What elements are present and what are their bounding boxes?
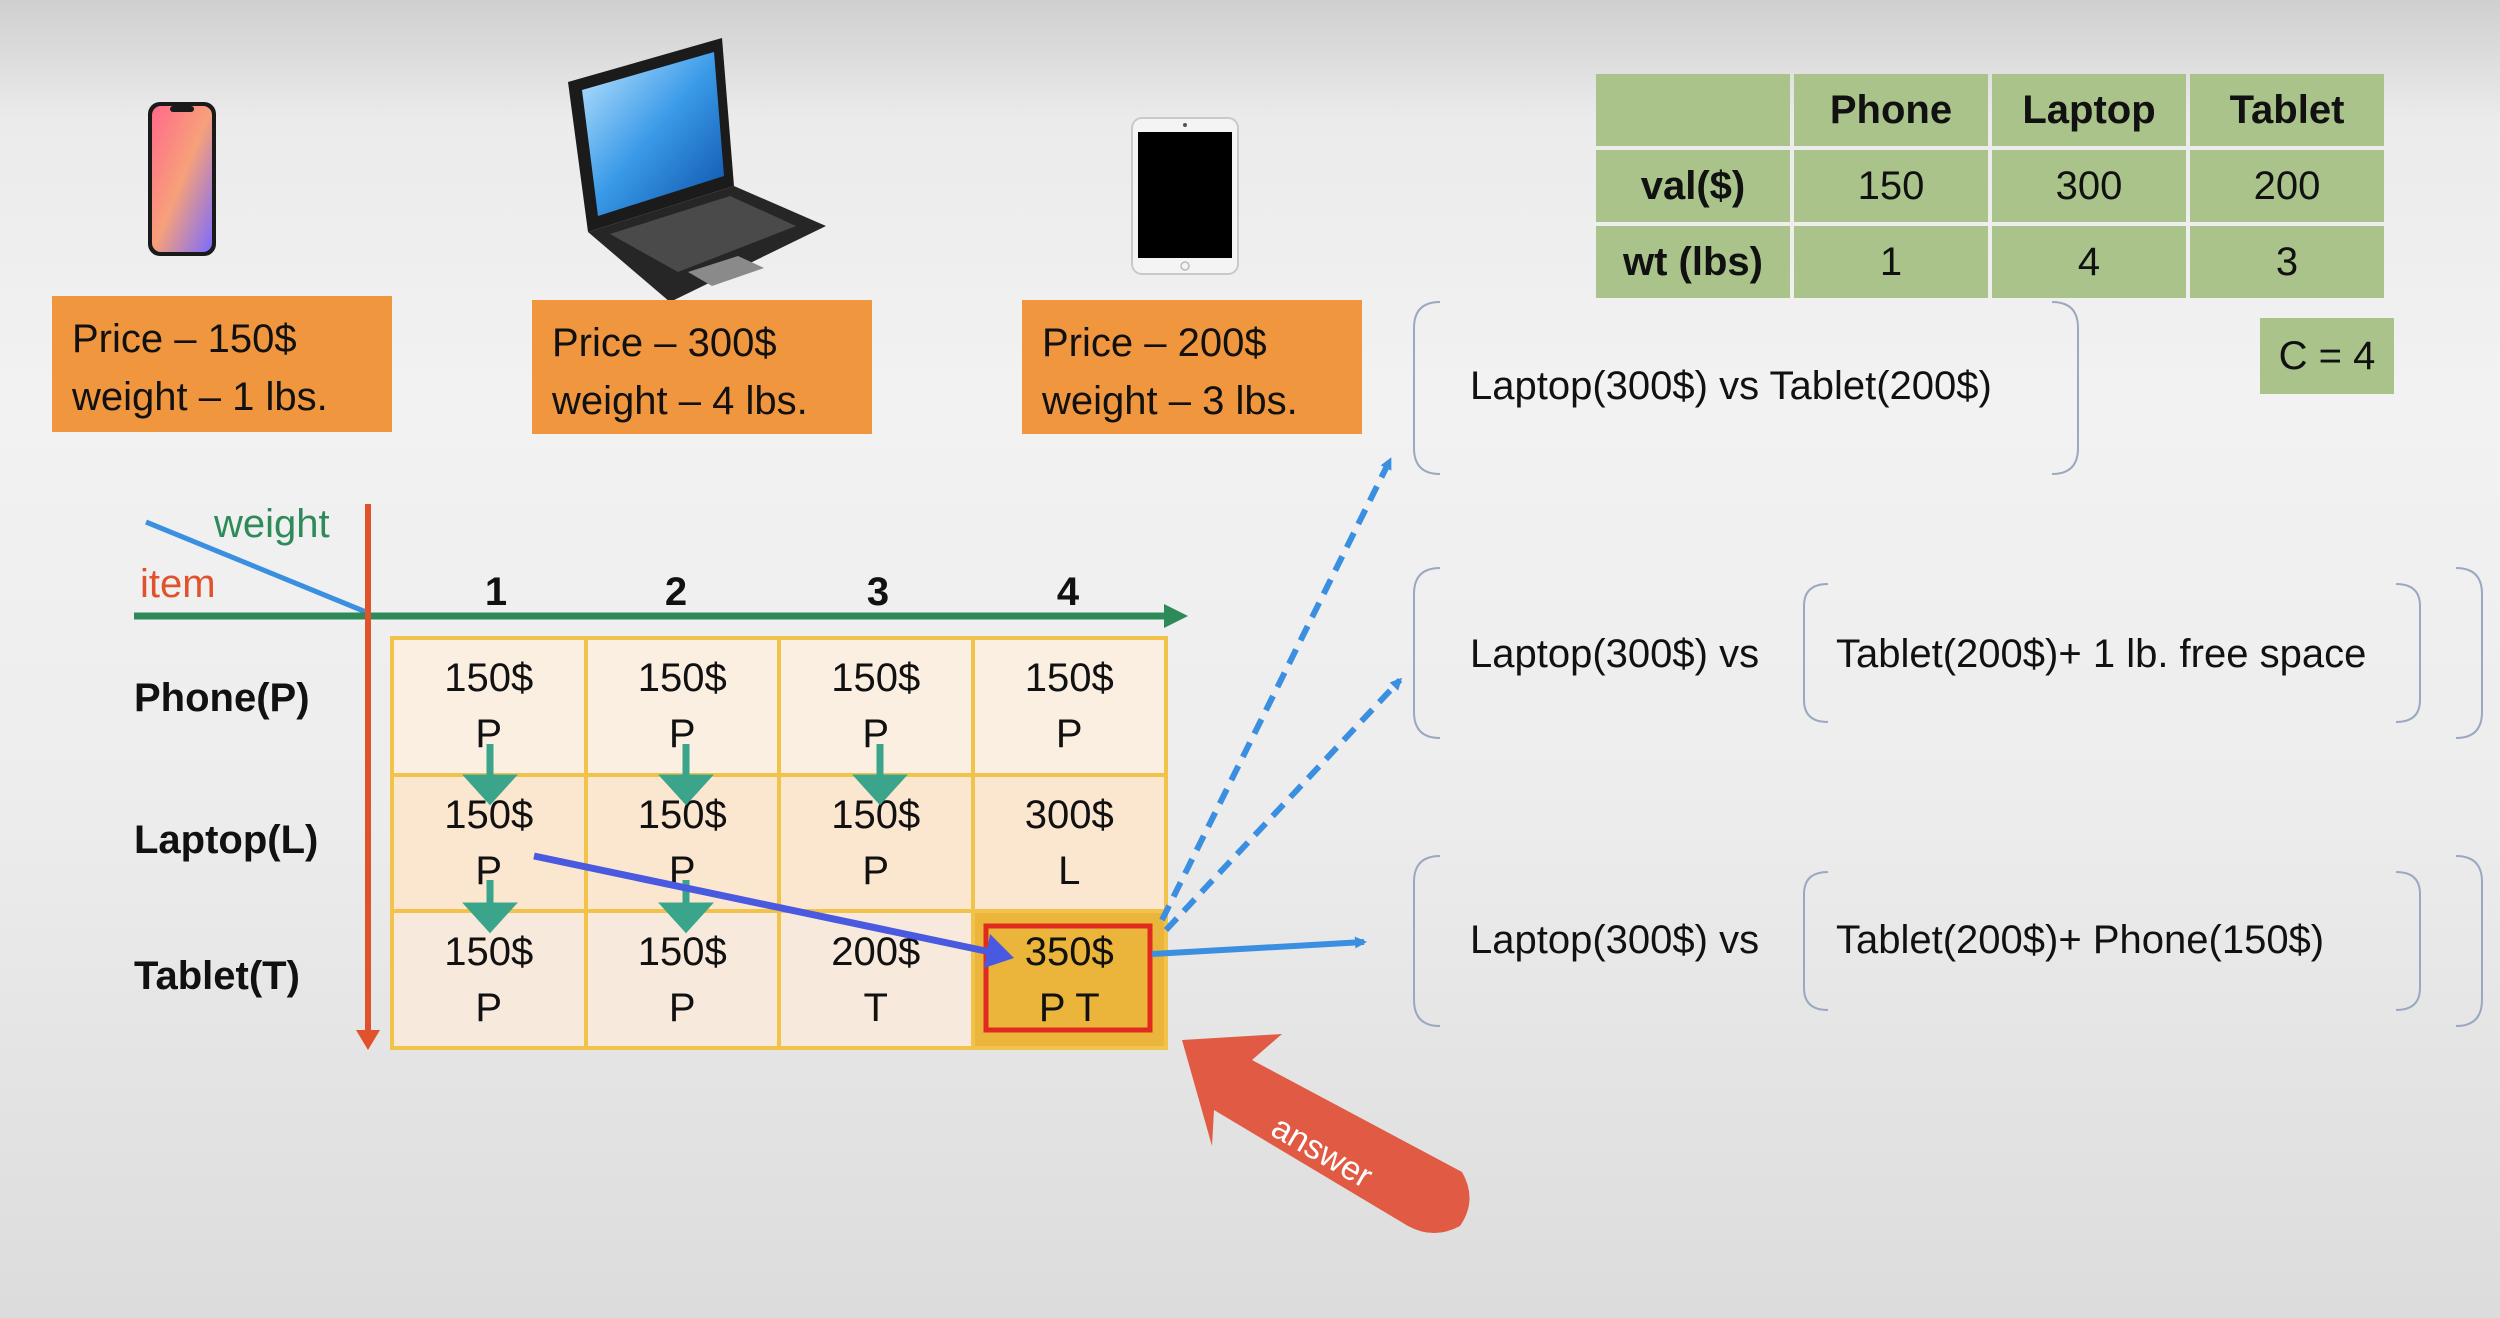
value-table-cell: 4 <box>1992 226 2186 298</box>
weight-axis-arrowhead <box>1164 604 1188 628</box>
dp-cell: 150$ P <box>779 638 973 775</box>
capacity-label: C = 4 <box>2260 318 2394 394</box>
dp-cell-items: P <box>475 985 503 1030</box>
phone-illustration <box>148 102 216 256</box>
combine-arrow <box>533 852 1001 958</box>
dp-cell: 200$T <box>779 911 973 1048</box>
comparison-3-right-text: Tablet(200$)+ Phone(150$) <box>1836 918 2325 962</box>
comparison-2-right-text: Tablet(200$)+ 1 lb. free space <box>1836 632 2367 676</box>
answer-arrow <box>1182 1034 1470 1233</box>
row-label-laptop: Laptop(L) <box>134 818 319 862</box>
item-axis-arrowhead <box>356 1030 380 1050</box>
dp-cell-value: 150$ <box>637 929 727 974</box>
dp-cell: 150$ P <box>972 638 1166 775</box>
dp-cell-items: T <box>863 985 888 1030</box>
value-table-cell: 1 <box>1794 226 1988 298</box>
dp-cell: 150$ P <box>585 638 779 775</box>
value-table-header-phone: Phone <box>1794 74 1988 146</box>
dp-cell-items: P <box>668 712 696 757</box>
dashed-arrow-to-comparison-2 <box>1163 677 1403 933</box>
value-table-cell: 150 <box>1794 150 1988 222</box>
dp-cell-value: 350$ <box>1024 929 1114 974</box>
dp-cell-items: P <box>1055 712 1083 757</box>
column-number: 2 <box>664 570 688 614</box>
dp-cell-items: P <box>668 985 696 1030</box>
combine-arrowhead <box>984 934 1014 968</box>
tablet-illustration <box>1131 117 1239 275</box>
value-table-cell: 300 <box>1992 150 2186 222</box>
tablet-price-box: Price – 200$ weight – 3 lbs. <box>1022 300 1362 434</box>
dp-cell: 300$ L <box>972 774 1166 912</box>
value-table-cell: 200 <box>2190 150 2384 222</box>
value-table-header-row: Phone Laptop Tablet <box>1596 74 2384 146</box>
dashed-arrow-to-comparison-1 <box>1159 457 1393 922</box>
comparison-2-left-text: Laptop(300$) vs <box>1470 632 1760 676</box>
value-table-row: wt (lbs) 1 4 3 <box>1596 226 2384 298</box>
dp-cell-items: L <box>1058 848 1081 893</box>
value-table-corner <box>1596 74 1790 146</box>
comparison-3-left-text: Laptop(300$) vs <box>1470 918 1760 962</box>
tablet-price: Price – 200$ <box>1042 321 1267 365</box>
dp-cell-value: 150$ <box>444 656 534 701</box>
laptop-weight: weight – 4 lbs. <box>552 379 808 423</box>
value-table-cell: 3 <box>2190 226 2384 298</box>
value-table-header-laptop: Laptop <box>1992 74 2186 146</box>
weight-axis-label: weight <box>214 502 330 546</box>
dp-cell-items: P T <box>1038 985 1100 1030</box>
value-table-row: val($) 150 300 200 <box>1596 150 2384 222</box>
dp-cell-items: P <box>862 848 890 893</box>
value-weight-table: Phone Laptop Tablet val($) 150 300 200 w… <box>1592 70 2388 302</box>
item-axis-label: item <box>140 562 216 606</box>
laptop-price-box: Price – 300$ weight – 4 lbs. <box>532 300 872 434</box>
arrow-to-comparison-3 <box>1151 936 1367 957</box>
answer-highlight-box <box>983 923 1153 1033</box>
phone-price-box: Price – 150$ weight – 1 lbs. <box>52 296 392 432</box>
dp-cell-value: 150$ <box>831 656 921 701</box>
value-table-row-label: wt (lbs) <box>1596 226 1790 298</box>
column-number: 4 <box>1056 570 1080 614</box>
dp-cell-answer: 350$ P T <box>972 911 1166 1048</box>
column-number: 3 <box>866 570 890 614</box>
laptop-illustration <box>568 38 826 302</box>
phone-price: Price – 150$ <box>72 317 297 361</box>
comparison-1-text: Laptop(300$) vs Tablet(200$) <box>1470 364 1992 408</box>
row-label-phone: Phone(P) <box>134 676 310 720</box>
dp-cell-value: 150$ <box>1024 656 1114 701</box>
dp-cell: 150$ P <box>585 911 779 1048</box>
column-number: 1 <box>484 570 508 614</box>
carry-down-arrows <box>462 744 908 934</box>
value-table-row-label: val($) <box>1596 150 1790 222</box>
phone-weight: weight – 1 lbs. <box>72 375 328 419</box>
dp-cell-value: 300$ <box>1024 792 1114 837</box>
value-table-header-tablet: Tablet <box>2190 74 2384 146</box>
laptop-price: Price – 300$ <box>552 321 777 365</box>
row-label-tablet: Tablet(T) <box>134 954 300 998</box>
corner-diagonal <box>145 519 367 615</box>
dp-cell-value: 150$ <box>444 929 534 974</box>
dp-cell-items: P <box>862 712 890 757</box>
tablet-weight: weight – 3 lbs. <box>1042 379 1298 423</box>
comparison-brackets <box>1413 301 2483 1027</box>
dp-cell-value: 150$ <box>637 656 727 701</box>
dp-cell: 150$ P <box>392 911 586 1048</box>
